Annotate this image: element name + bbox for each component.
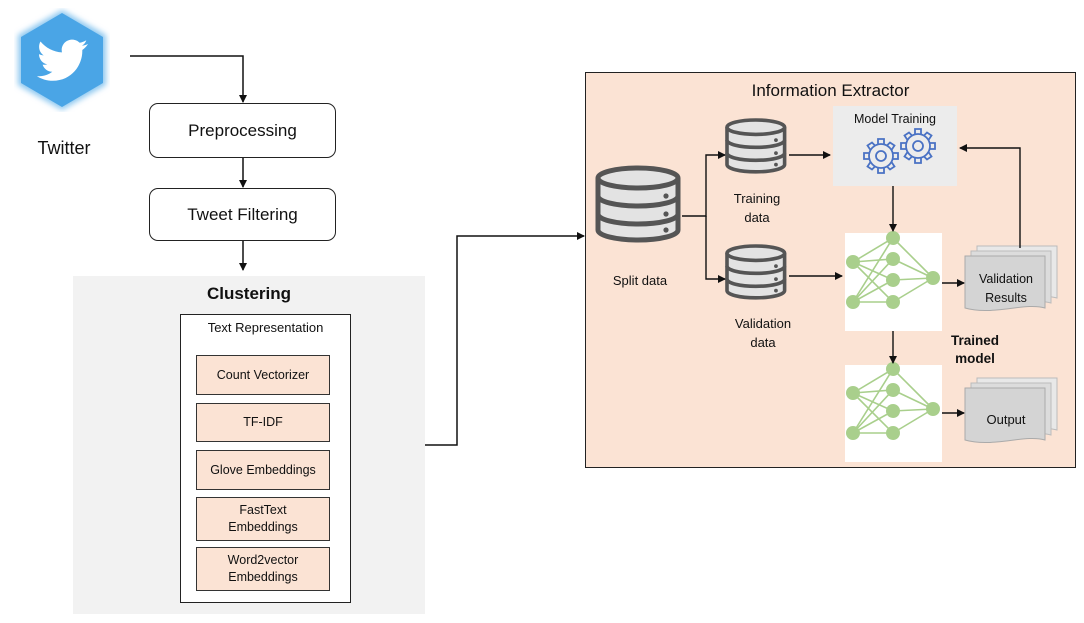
output-network-icon	[845, 361, 941, 441]
preprocessing-box: Preprocessing	[149, 103, 336, 158]
model-training-label: Model Training	[854, 112, 936, 126]
output-label: Output	[986, 412, 1026, 427]
twitter-bird-icon	[18, 10, 106, 110]
text-representation-title: Text Representation	[207, 320, 324, 335]
method-fasttext-embeddings: FastText Embeddings	[196, 497, 330, 541]
method-glove-embeddings: Glove Embeddings	[196, 450, 330, 490]
training-data-label: Training data	[733, 191, 781, 225]
clustering-title: Clustering	[206, 284, 292, 303]
method-word2vector-embeddings: Word2vector Embeddings	[196, 547, 330, 591]
twitter-logo	[14, 8, 110, 112]
validation-data-label: Validation data	[734, 316, 792, 350]
gear-icon	[900, 128, 936, 164]
trained-model-label: Trained model	[950, 333, 999, 366]
validation-data-database-icon	[725, 244, 787, 300]
validation-results-label: Validation Results	[979, 272, 1033, 305]
gear-icon	[863, 138, 899, 174]
extractor-connectors	[682, 144, 1021, 417]
method-count-vectorizer: Count Vectorizer	[196, 355, 330, 395]
training-data-database-icon	[725, 118, 787, 174]
information-extractor-title: Information Extractor	[751, 81, 910, 100]
pipeline-connectors	[130, 55, 585, 446]
trained-network-icon	[845, 230, 941, 310]
split-data-database-icon	[598, 168, 678, 240]
twitter-label: Twitter	[37, 138, 91, 158]
method-tf-idf: TF-IDF	[196, 403, 330, 442]
split-data-label: Split data	[612, 273, 668, 288]
tweet-filtering-box: Tweet Filtering	[149, 188, 336, 241]
